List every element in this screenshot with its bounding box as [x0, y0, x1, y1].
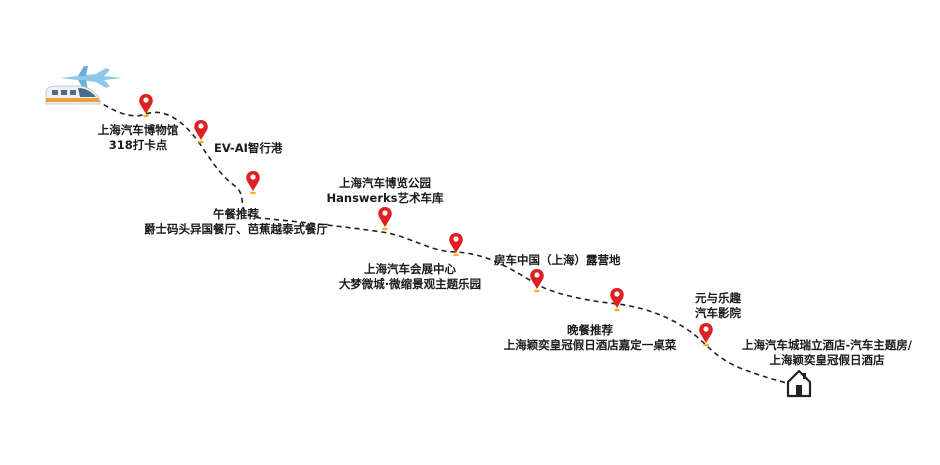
stop-label-ev-ai: EV-AI智行港	[214, 141, 282, 156]
stop-label-expo-park: 上海汽车博览公园 Hanswerks艺术车库	[326, 176, 443, 206]
stop-label-dinner: 晚餐推荐 上海颖奕皇冠假日酒店嘉定一桌菜	[504, 323, 677, 353]
stop-detail: 318打卡点	[108, 138, 168, 152]
map-pin-icon	[139, 94, 153, 118]
map-pin-icon	[449, 233, 463, 257]
map-pin-icon	[610, 288, 624, 312]
route-path	[95, 99, 791, 385]
stop-name: 元与乐趣	[695, 291, 741, 305]
map-pin-icon	[699, 323, 713, 347]
stop-name: 午餐推荐	[213, 207, 259, 221]
stop-name: 上海汽车博览公园	[338, 176, 431, 190]
map-pin-icon	[194, 120, 208, 144]
stop-label-cinema: 元与乐趣 汽车影院	[695, 291, 741, 321]
map-pin-icon	[378, 207, 392, 231]
stop-label-expo-center: 上海汽车会展中心 大梦微城·微缩景观主题乐园	[339, 262, 481, 292]
stop-name: 上海汽车博物馆	[97, 123, 179, 137]
stop-name: 晚餐推荐	[567, 323, 613, 337]
stop-name: EV-AI智行港	[214, 141, 283, 155]
stop-detail: 上海颖奕皇冠假日酒店	[769, 353, 885, 367]
stop-name: 房车中国（上海）露营地	[494, 253, 621, 267]
train-icon	[45, 85, 101, 105]
stop-label-rv-camp: 房车中国（上海）露营地	[494, 253, 621, 268]
house-icon	[786, 369, 812, 398]
stop-detail: 上海颖奕皇冠假日酒店嘉定一桌菜	[503, 338, 677, 352]
stop-label-lunch: 午餐推荐 爵士码头异国餐厅、芭蕉越泰式餐厅	[144, 207, 328, 237]
stop-detail: 大梦微城·微缩景观主题乐园	[338, 277, 482, 291]
stop-label-hotel: 上海汽车城瑞立酒店-汽车主题房/ 上海颖奕皇冠假日酒店	[742, 338, 912, 368]
stop-detail: Hanswerks艺术车库	[326, 191, 444, 205]
stop-label-auto-museum: 上海汽车博物馆 318打卡点	[98, 123, 179, 153]
stop-name: 上海汽车城瑞立酒店-汽车主题房/	[742, 338, 912, 352]
stop-detail: 汽车影院	[695, 306, 741, 320]
stop-name: 上海汽车会展中心	[364, 262, 456, 276]
stop-detail: 爵士码头异国餐厅、芭蕉越泰式餐厅	[144, 222, 328, 236]
map-pin-icon	[530, 269, 544, 293]
map-pin-icon	[246, 171, 260, 195]
